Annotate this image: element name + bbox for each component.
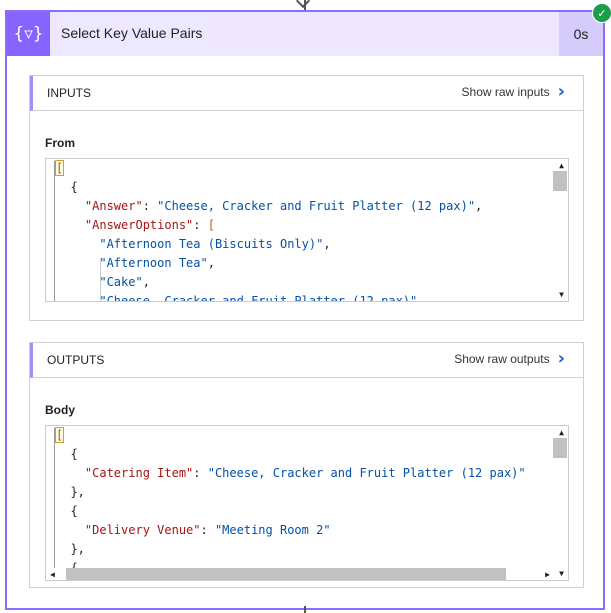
scroll-up-icon[interactable]: ▲ xyxy=(559,428,564,437)
code-token xyxy=(56,218,85,232)
scrollbar-thumb[interactable] xyxy=(553,438,567,458)
from-code-viewer[interactable]: [ { "Answer": "Cheese, Cracker and Fruit… xyxy=(45,158,569,302)
indent-guide xyxy=(54,161,55,301)
chevron-right-icon: › xyxy=(557,348,565,369)
code-token: }, xyxy=(56,542,85,556)
code-token xyxy=(56,256,99,270)
success-check-icon: ✓ xyxy=(592,3,611,23)
code-token: "Delivery Venue" xyxy=(84,523,201,537)
code-token: { xyxy=(56,180,78,194)
code-token: : xyxy=(193,466,208,480)
code-line: "Cake", xyxy=(56,273,150,292)
action-title: Select Key Value Pairs xyxy=(61,25,203,41)
show-raw-outputs-label: Show raw outputs xyxy=(454,352,550,366)
scroll-down-icon[interactable]: ▼ xyxy=(559,290,564,299)
code-line: "Delivery Venue": "Meeting Room 2" xyxy=(56,521,331,540)
scroll-left-icon[interactable]: ◀ xyxy=(50,570,55,579)
code-token: : xyxy=(142,199,158,213)
arrow-down-icon xyxy=(295,0,311,9)
code-token: { xyxy=(56,504,78,518)
body-label: Body xyxy=(45,403,75,417)
code-token: , xyxy=(207,256,215,270)
outputs-header: OUTPUTS Show raw outputs › xyxy=(30,343,583,378)
code-token: "Afternoon Tea" xyxy=(99,256,208,270)
code-token xyxy=(56,237,99,251)
chevron-right-icon: › xyxy=(557,81,565,102)
code-token: [ xyxy=(54,160,65,176)
code-token: { xyxy=(56,447,78,461)
code-token xyxy=(56,294,99,301)
code-token xyxy=(56,275,99,289)
code-token: "AnswerOptions" xyxy=(84,218,194,232)
code-line: "Catering Item": "Cheese, Cracker and Fr… xyxy=(56,464,526,483)
code-line: }, xyxy=(56,483,85,502)
code-line: [ xyxy=(54,426,65,445)
data-operation-icon: {▿} xyxy=(7,12,50,56)
outputs-label: OUTPUTS xyxy=(47,353,105,367)
from-label: From xyxy=(45,136,75,150)
code-token: , xyxy=(323,237,331,251)
code-line: "AnswerOptions": [ xyxy=(56,216,215,235)
code-line: "Cheese, Cracker and Fruit Platter (12 p… xyxy=(56,292,418,302)
code-line: "Afternoon Tea", xyxy=(56,254,215,273)
show-raw-outputs-link[interactable]: Show raw outputs › xyxy=(454,348,565,369)
indent-guide xyxy=(100,258,101,301)
code-token: , xyxy=(142,275,150,289)
horizontal-scrollbar[interactable] xyxy=(66,568,506,580)
show-raw-inputs-link[interactable]: Show raw inputs › xyxy=(461,81,565,102)
code-token: : xyxy=(193,218,208,232)
code-token: "Meeting Room 2" xyxy=(214,523,331,537)
vertical-scrollbar[interactable]: ▲▼ xyxy=(552,426,568,580)
code-line: { xyxy=(56,178,78,197)
code-token xyxy=(56,466,85,480)
code-line: [ xyxy=(54,159,65,178)
code-token: [ xyxy=(207,218,215,232)
scroll-up-icon[interactable]: ▲ xyxy=(559,161,564,170)
code-token: "Cheese, Cracker and Fruit Platter (12 p… xyxy=(157,199,476,213)
code-token: "Cheese, Cracker and Fruit Platter (12 p… xyxy=(207,466,526,480)
inputs-section: INPUTS Show raw inputs › From [ { "Answer… xyxy=(29,75,584,321)
code-token: "Cheese, Cracker and Fruit Platter (12 p… xyxy=(99,294,418,302)
connector-bottom xyxy=(304,606,306,613)
body-code-viewer[interactable]: [ { "Catering Item": "Cheese, Cracker an… xyxy=(45,425,569,581)
code-line: { xyxy=(56,445,78,464)
scroll-right-icon[interactable]: ▶ xyxy=(545,570,550,579)
code-token: "Catering Item" xyxy=(84,466,194,480)
code-token: , xyxy=(475,199,483,213)
action-header[interactable]: {▿} Select Key Value Pairs 0s xyxy=(7,12,603,56)
code-token xyxy=(56,523,85,537)
code-token: }, xyxy=(56,485,85,499)
code-token xyxy=(56,199,85,213)
code-token: : xyxy=(200,523,215,537)
code-line: "Answer": "Cheese, Cracker and Fruit Pla… xyxy=(56,197,482,216)
scroll-down-icon[interactable]: ▼ xyxy=(559,569,564,578)
show-raw-inputs-label: Show raw inputs xyxy=(461,85,550,99)
code-token: "Answer" xyxy=(84,199,143,213)
outputs-section: OUTPUTS Show raw outputs › Body [ { "Cate… xyxy=(29,342,584,588)
code-token: "Cake" xyxy=(99,275,143,289)
inputs-header: INPUTS Show raw inputs › xyxy=(30,76,583,111)
code-token: [ xyxy=(54,427,65,443)
code-line: "Afternoon Tea (Biscuits Only)", xyxy=(56,235,331,254)
indent-guide xyxy=(54,428,55,568)
code-line: { xyxy=(56,502,78,521)
code-token: "Afternoon Tea (Biscuits Only)" xyxy=(99,237,324,251)
connector-top xyxy=(304,0,306,10)
scrollbar-thumb[interactable] xyxy=(553,171,567,191)
inputs-label: INPUTS xyxy=(47,86,92,100)
vertical-scrollbar[interactable]: ▲▼ xyxy=(552,159,568,301)
code-line: }, xyxy=(56,540,85,559)
action-card: {▿} Select Key Value Pairs 0s INPUTS Sho… xyxy=(5,10,605,610)
